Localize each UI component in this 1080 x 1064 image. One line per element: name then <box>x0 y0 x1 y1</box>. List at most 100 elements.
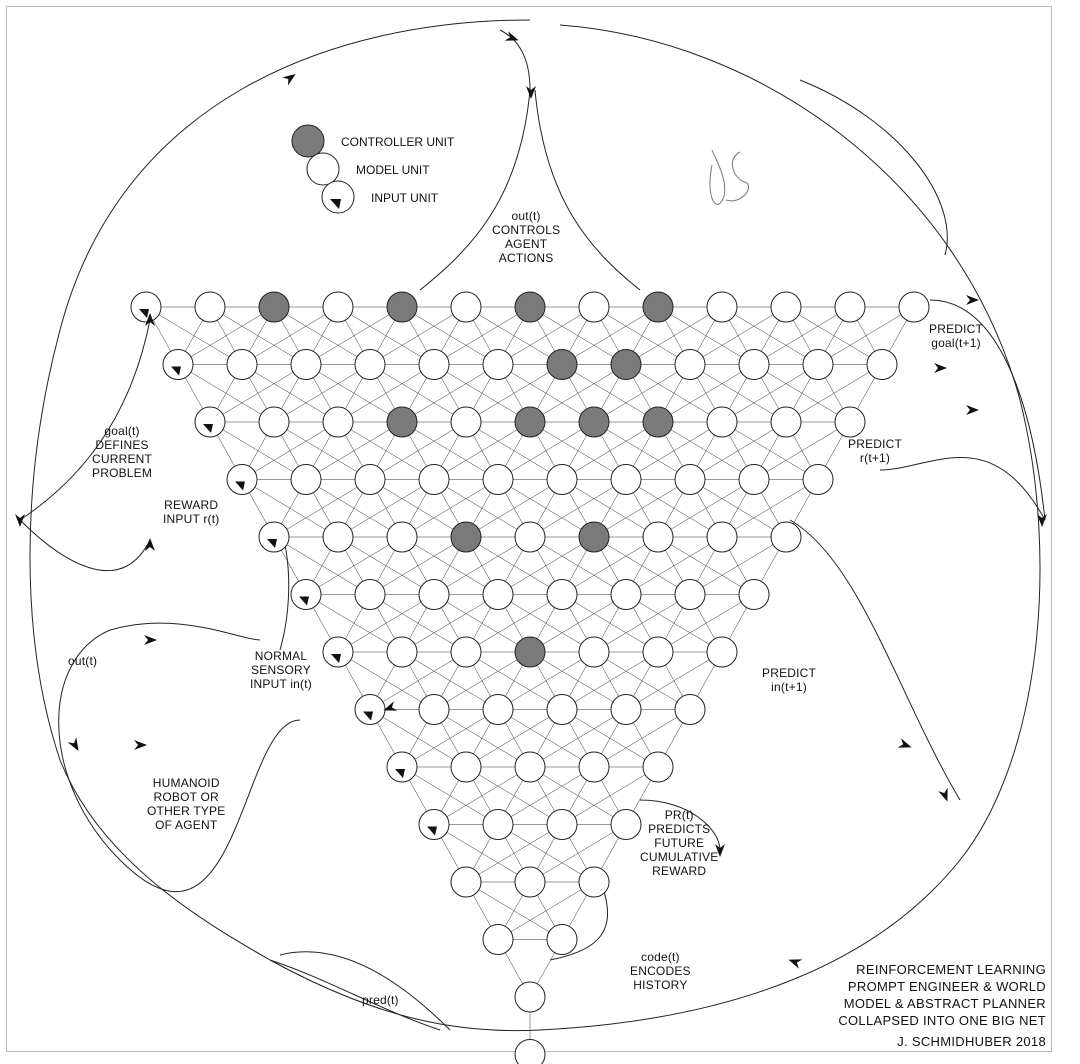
network-edge <box>241 306 339 365</box>
input-arrow-icon <box>203 424 213 433</box>
input-unit <box>354 694 386 725</box>
network-edge <box>721 479 819 538</box>
model-unit <box>450 291 482 323</box>
model-unit <box>674 579 706 610</box>
network-edge <box>305 306 403 365</box>
model-unit <box>322 521 354 553</box>
flow-arrowhead <box>67 737 79 752</box>
network-edge <box>241 421 339 480</box>
flow-arrowhead <box>526 86 536 99</box>
network-edge <box>401 479 499 538</box>
input-unit <box>130 291 162 323</box>
network-edge <box>625 306 723 365</box>
controller-unit <box>642 291 674 323</box>
model-unit <box>674 349 706 380</box>
network-edge <box>753 306 851 365</box>
network-edge <box>497 651 595 710</box>
model-unit <box>546 924 578 955</box>
input-arrow-icon <box>171 366 181 376</box>
network-edge <box>337 479 435 538</box>
legend-model-icon <box>306 152 340 186</box>
outer-loop-left <box>29 19 531 961</box>
network-edge <box>561 306 659 365</box>
network-edge <box>401 364 499 423</box>
outer-loop-right <box>269 24 1041 1032</box>
model-unit <box>578 636 610 668</box>
network-edge <box>529 824 627 883</box>
network-edge <box>369 421 467 480</box>
model-unit <box>642 751 674 783</box>
model-unit <box>482 924 514 955</box>
network-edge <box>529 364 627 423</box>
flow-arrowhead <box>1037 514 1047 527</box>
model-unit <box>610 464 642 495</box>
model-unit <box>290 464 322 495</box>
input-arrow-icon <box>331 654 341 663</box>
input-arrow-icon <box>235 481 245 491</box>
input-arrow-icon <box>139 309 149 318</box>
model-unit <box>482 464 514 495</box>
model-unit <box>546 464 578 495</box>
network-edge <box>625 421 723 480</box>
network-edge <box>593 364 691 423</box>
input-arrow-icon <box>395 769 405 778</box>
top-cusp-left <box>419 89 531 291</box>
author-credit: J. SCHMIDHUBER 2018 <box>897 1034 1046 1049</box>
network-edge <box>561 421 659 480</box>
network-edge <box>209 364 307 423</box>
network-edge <box>177 306 275 365</box>
network-edge <box>721 364 819 423</box>
controller-unit <box>514 636 546 668</box>
model-unit <box>834 406 866 438</box>
network-edge <box>369 651 467 710</box>
network-edge <box>433 651 531 710</box>
input-arrow-icon <box>427 826 437 836</box>
input-unit <box>418 809 450 840</box>
network-edge <box>273 479 371 538</box>
flow-arrowhead <box>282 73 296 86</box>
model-unit <box>450 751 482 783</box>
flow-arrowhead <box>938 787 948 802</box>
model-unit <box>706 521 738 553</box>
model-unit <box>258 406 290 438</box>
label-pred: pred(t) <box>362 993 399 1007</box>
model-unit <box>578 751 610 783</box>
network-edge <box>625 651 723 710</box>
model-unit <box>546 809 578 840</box>
input-unit <box>290 579 322 610</box>
model-unit <box>610 694 642 725</box>
controller-unit <box>514 406 546 438</box>
model-unit <box>770 406 802 438</box>
flow-arrowhead <box>145 538 155 551</box>
model-unit <box>642 521 674 553</box>
model-unit <box>482 579 514 610</box>
flow-arrowhead <box>715 844 725 857</box>
network-edge <box>465 479 563 538</box>
model-unit <box>514 521 546 553</box>
network-edge <box>401 709 499 768</box>
controller-unit <box>546 349 578 380</box>
network-edge <box>753 421 851 480</box>
network-edge <box>689 536 787 595</box>
flow-arrowhead <box>383 701 398 711</box>
model-unit <box>482 809 514 840</box>
network-edge <box>465 709 563 768</box>
model-unit <box>578 866 610 898</box>
network-edge <box>433 421 531 480</box>
model-unit <box>546 694 578 725</box>
input-unit <box>194 406 226 438</box>
model-unit <box>642 636 674 668</box>
controller-unit <box>514 291 546 323</box>
model-unit <box>706 291 738 323</box>
right-outer-arc <box>799 79 948 256</box>
flow-arrowhead <box>897 738 912 748</box>
model-unit <box>418 579 450 610</box>
model-unit <box>450 866 482 898</box>
model-unit <box>738 464 770 495</box>
network-edge <box>369 306 467 365</box>
flow-arrowhead <box>504 31 519 41</box>
model-unit <box>514 866 546 898</box>
network-edge <box>657 364 755 423</box>
